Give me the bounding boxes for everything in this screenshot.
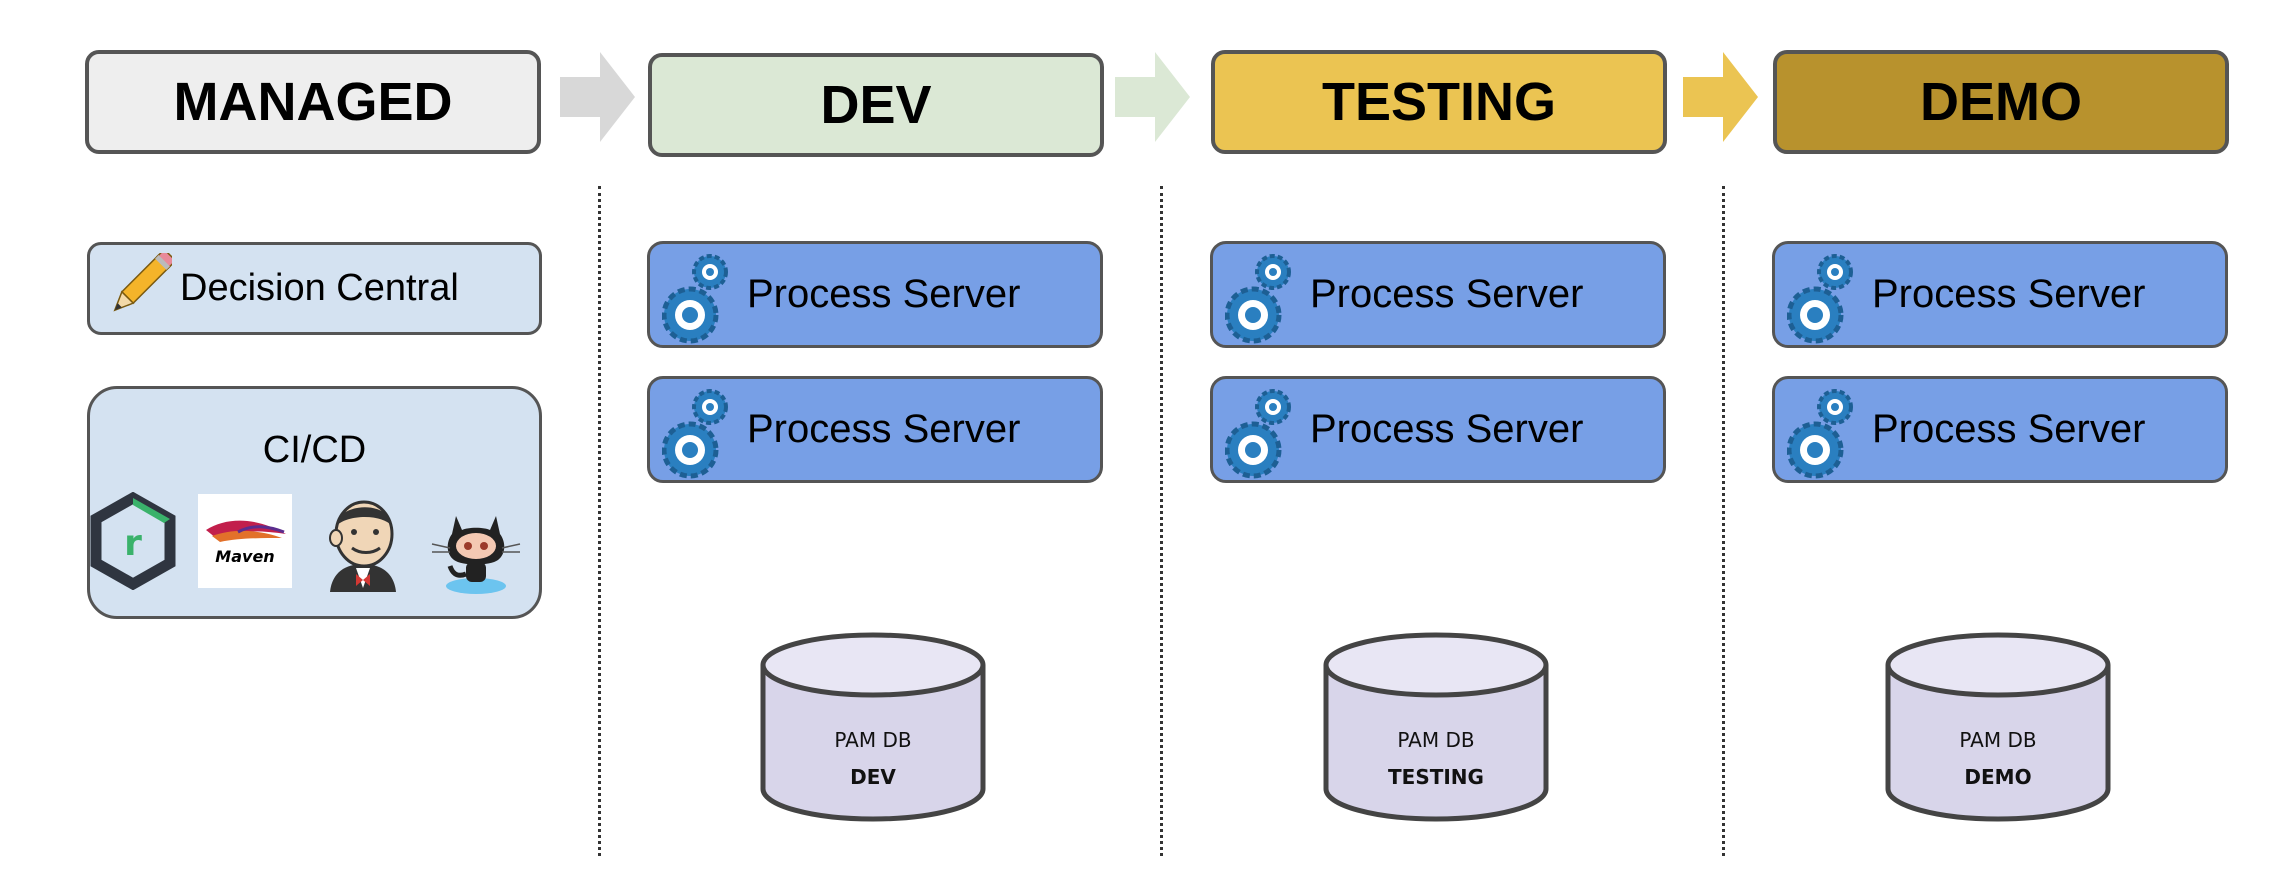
process-server-box: Process Server: [1772, 376, 2228, 483]
process-server-box: Process Server: [1772, 241, 2228, 348]
database-cylinder-icon: [1323, 632, 1549, 822]
decision-central-box: Decision Central: [87, 242, 542, 335]
svg-text:r: r: [124, 523, 142, 564]
stage-label: MANAGED: [173, 72, 453, 132]
stage-testing: TESTING: [1211, 50, 1667, 154]
gears-icon: [1225, 254, 1291, 344]
db-label: PAM DB: [1959, 728, 2037, 752]
process-server-box: Process Server: [1210, 376, 1666, 483]
decision-central-label: Decision Central: [180, 267, 459, 309]
column-divider: [1160, 186, 1163, 856]
gears-icon: [662, 254, 728, 344]
stage-managed: MANAGED: [85, 50, 541, 154]
database-cylinder-icon: [760, 632, 986, 822]
process-server-label: Process Server: [1872, 272, 2146, 316]
gears-icon: [1787, 254, 1853, 344]
process-server-box: Process Server: [647, 376, 1103, 483]
maven-text: Maven: [215, 547, 274, 566]
cicd-label: CI/CD: [262, 429, 367, 471]
process-server-box: Process Server: [1210, 241, 1666, 348]
process-server-label: Process Server: [747, 272, 1021, 316]
flow-arrow-icon: [560, 52, 635, 142]
github-octocat-icon: [431, 516, 521, 594]
process-server-label: Process Server: [1872, 407, 2146, 451]
gears-icon: [1225, 389, 1291, 479]
db-label: PAM DB: [1397, 728, 1475, 752]
flow-arrow-icon: [1115, 52, 1190, 142]
maven-logo: Maven: [198, 494, 292, 588]
db-env-label: TESTING: [1388, 765, 1484, 789]
database-cylinder-icon: [1885, 632, 2111, 822]
column-divider: [1722, 186, 1725, 856]
gears-icon: [1787, 389, 1853, 479]
stage-demo: DEMO: [1773, 50, 2229, 154]
stage-label: TESTING: [1321, 72, 1556, 132]
db-env-label: DEV: [850, 765, 896, 789]
process-server-label: Process Server: [1310, 272, 1584, 316]
stage-dev: DEV: [648, 53, 1104, 157]
process-server-box: Process Server: [647, 241, 1103, 348]
process-server-label: Process Server: [747, 407, 1021, 451]
flow-arrow-icon: [1683, 52, 1758, 142]
column-divider: [598, 186, 601, 856]
stage-label: DEMO: [1920, 72, 2082, 132]
db-label: PAM DB: [834, 728, 912, 752]
pencil-icon: [113, 253, 172, 312]
gears-icon: [662, 389, 728, 479]
repository-hexagon-icon: r: [90, 492, 176, 590]
stage-label: DEV: [820, 75, 932, 135]
process-server-label: Process Server: [1310, 407, 1584, 451]
db-env-label: DEMO: [1964, 765, 2032, 789]
jenkins-icon: [329, 500, 396, 592]
